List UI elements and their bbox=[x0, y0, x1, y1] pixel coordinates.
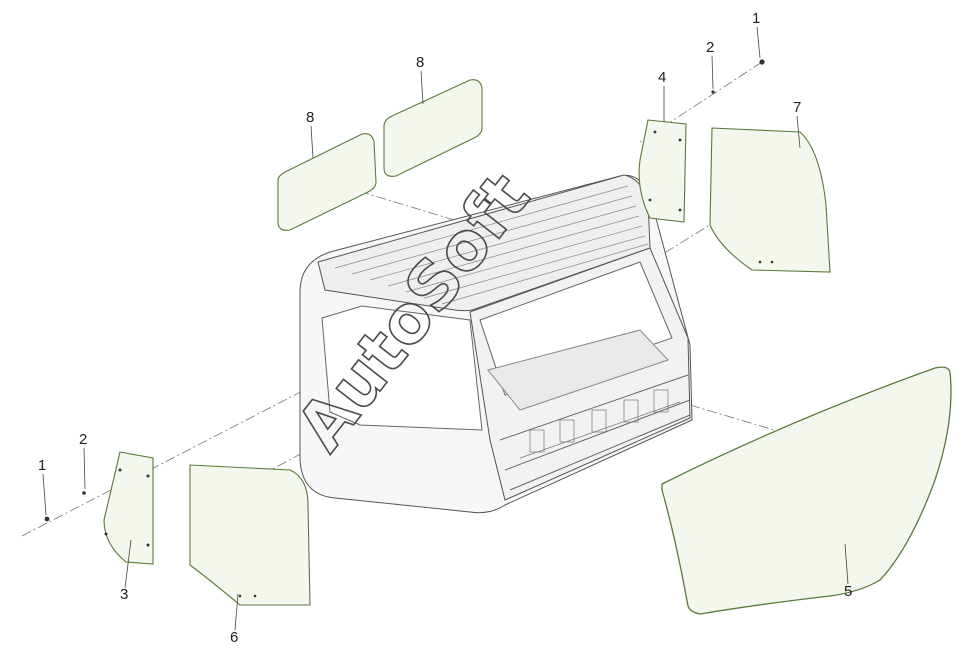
assembly-line-roof bbox=[341, 185, 521, 241]
callout-5: 5 bbox=[844, 583, 852, 600]
fastener-2-right bbox=[711, 90, 715, 94]
cab-roof bbox=[317, 174, 651, 312]
callout-1-top: 1 bbox=[752, 10, 760, 27]
callout-4: 4 bbox=[658, 69, 666, 86]
cab-door-opening bbox=[321, 305, 483, 431]
part-3-small-window-left bbox=[103, 451, 154, 565]
callout-1-left: 1 bbox=[38, 457, 46, 474]
roof-ribs bbox=[334, 185, 649, 305]
part-7-door-glass-right bbox=[709, 127, 831, 273]
callout-2-left: 2 bbox=[79, 431, 87, 448]
fastener-2-left bbox=[82, 491, 86, 495]
callout-7: 7 bbox=[793, 99, 801, 116]
fastener-1-left bbox=[44, 516, 50, 522]
part-4-small-window-right bbox=[638, 119, 687, 223]
part-8-roof-glass-right bbox=[383, 79, 483, 177]
callout-8-right: 8 bbox=[416, 54, 424, 71]
callout-labels: 1 2 4 7 8 8 1 2 3 6 5 bbox=[38, 10, 852, 646]
cab-mechanism-details bbox=[519, 389, 681, 459]
callout-6: 6 bbox=[230, 629, 238, 646]
cab-floor bbox=[487, 329, 669, 411]
fasteners bbox=[44, 59, 765, 522]
part-5-windshield bbox=[661, 366, 952, 615]
callout-2-top: 2 bbox=[706, 39, 714, 56]
callout-3: 3 bbox=[120, 586, 128, 603]
part-8-roof-glass-left bbox=[277, 133, 377, 231]
fastener-1-right bbox=[759, 59, 765, 65]
part-6-door-glass-left bbox=[189, 464, 311, 606]
cab-body bbox=[299, 174, 693, 514]
leader-lines bbox=[42, 26, 849, 631]
callout-8-left: 8 bbox=[306, 109, 314, 126]
